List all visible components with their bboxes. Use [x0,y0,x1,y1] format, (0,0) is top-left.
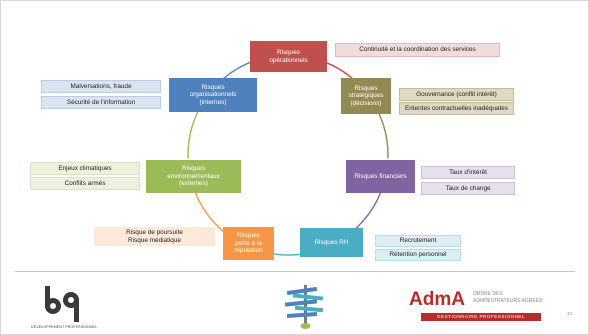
tag-malversations: Malversations, fraude [41,80,161,93]
tag-securite-information: Sécurité de l'information [41,96,161,109]
tag-enjeux-climatiques: Enjeux climatiques [30,162,140,175]
cycle-arc [375,107,389,159]
footer-divider [15,271,575,272]
tag-poursuite: Risque de poursuite Risque médiatique [94,227,215,246]
logo-adma: AdmA ORDRE DES ADMINISTRATEURS AGRÉÉS GE… [409,290,569,324]
tag-taux-change: Taux de change [421,182,515,195]
tag-conflits-armes: Conflits armés [30,177,140,190]
tag-recrutement: Recrutement [375,235,461,247]
tag-taux-interet: Taux d'intérêt [421,166,515,179]
dp-logo-text: DÉVELOPPEMENT PROFESSIONNEL [31,325,98,329]
node-risques-environnementaux: Risques environnementaux (externes) [146,160,241,193]
node-risques-strategiques: Risques stratégiques (décisions) [341,78,391,114]
cycle-arc [187,104,203,159]
signpost-icon [284,285,324,329]
node-risques-rh: Risques RH [300,228,363,257]
node-label: Risques stratégiques (décisions) [348,84,384,107]
page-number: 33 [566,311,572,316]
tag-gouvernance: Gouvernance (conflit intérêt) [399,88,514,101]
tag-retention: Rétention personnel [375,249,461,261]
adma-line2: ADMINISTRATEURS AGRÉÉS [473,298,543,304]
node-risques-financiers: Risques financiers [346,160,415,193]
node-risques-operationnels: Risques opérationnels [250,41,327,72]
node-label: Risques environnementaux (externes) [167,165,220,188]
tag-ententes: Ententes contractuelles inadéquates [399,102,514,115]
node-label: Risques financiers [354,172,407,180]
node-label: Risques opérationnels [269,48,308,64]
adma-line1: ORDRE DES [473,291,503,297]
tag-continuite: Continuité et la coordination des servic… [335,43,500,57]
logo-developpement-professionnel: DÉVELOPPEMENT PROFESSIONNEL [31,282,97,332]
node-risques-perte-reputation: Risques perte à la réputation [223,227,274,260]
dp-logo-icon [45,286,79,322]
node-label: Risques organisationnels (internes) [189,83,237,106]
adma-banner: GESTIONNAIRE PROFESSIONNEL [421,313,541,321]
adma-wordmark: AdmA [409,289,465,310]
node-label: Risques perte à la réputation [234,232,263,255]
node-risques-organisationnels: Risques organisationnels (internes) [169,78,257,112]
node-label: Risques RH [314,238,349,246]
central-emblem [281,283,331,331]
